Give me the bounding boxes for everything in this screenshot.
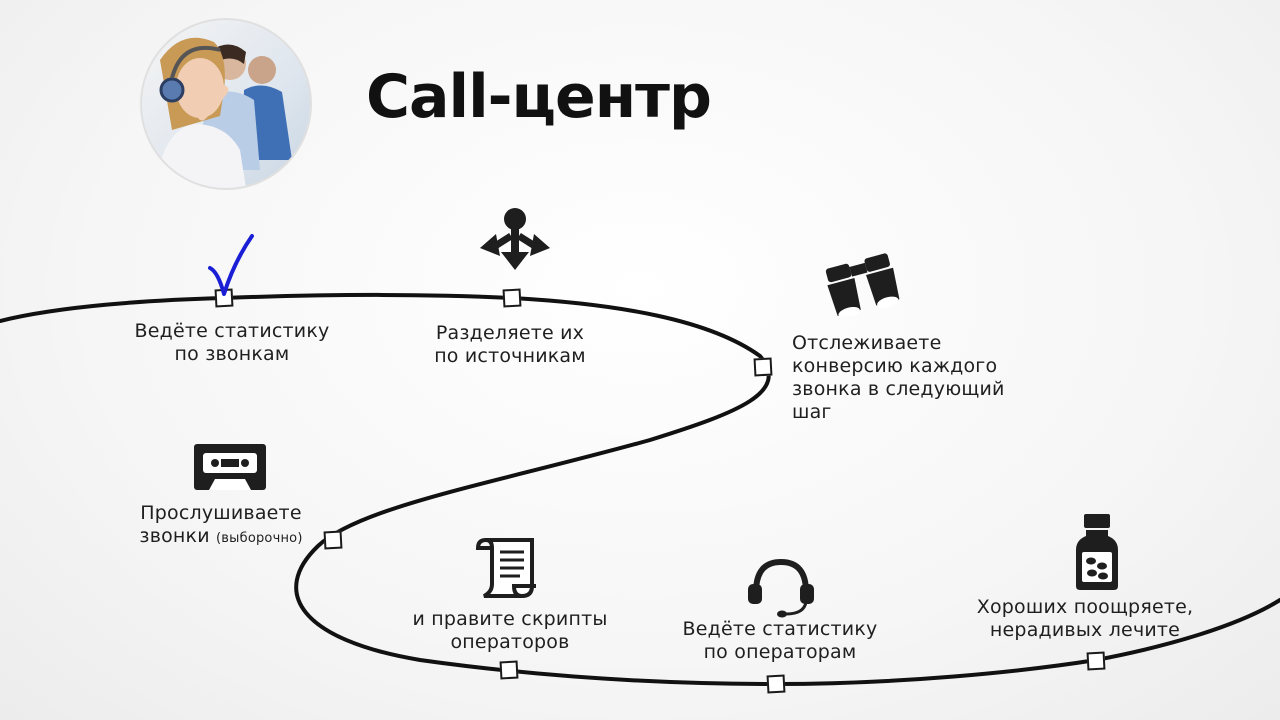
step-label-listen: Прослушиваете звонки (выборочно) — [126, 502, 316, 550]
step-text: шаг — [792, 401, 832, 423]
step-label-reward: Хороших поощряете, нерадивых лечите — [965, 596, 1205, 642]
node-marker — [766, 674, 786, 694]
step-text: по звонкам — [174, 343, 290, 365]
step-text: звонки (выборочно) — [126, 525, 316, 550]
split-arrows-icon — [480, 208, 550, 270]
step-text: Прослушиваете — [140, 502, 302, 524]
step-label-call-stats: Ведёте статистику по звонкам — [122, 320, 342, 366]
node-marker — [499, 660, 519, 680]
node-marker — [323, 530, 343, 550]
call-center-photo — [140, 18, 312, 190]
step-text: Разделяете их — [435, 322, 585, 344]
step-note: (выборочно) — [216, 531, 303, 546]
cassette-icon — [194, 444, 266, 490]
step-label-conversion: Отслеживаете конверсию каждого звонка в … — [792, 332, 1032, 424]
binoculars-icon — [825, 253, 900, 316]
step-text: операторов — [450, 631, 570, 653]
node-marker — [753, 357, 773, 377]
step-text: нерадивых лечите — [989, 619, 1181, 641]
node-marker — [502, 288, 522, 308]
medicine-bottle-icon — [1076, 514, 1118, 590]
step-text: Хороших поощряете, — [976, 596, 1194, 618]
headset-icon — [748, 558, 814, 618]
step-text: Отслеживаете — [792, 332, 942, 354]
step-label-scripts: и правите скрипты операторов — [400, 608, 620, 654]
step-text: звонки — [139, 525, 210, 547]
scroll-icon — [476, 538, 536, 598]
step-text: звонка в следующий — [792, 378, 1005, 400]
step-text: Ведёте статистику — [134, 320, 330, 342]
page-title: Call-центр — [366, 62, 712, 132]
node-marker — [1086, 651, 1106, 671]
step-text: и правите скрипты — [412, 608, 608, 630]
step-text: по операторам — [703, 641, 857, 663]
step-label-by-source: Разделяете их по источникам — [410, 322, 610, 368]
step-text: Ведёте статистику — [682, 618, 878, 640]
step-label-operator-stats: Ведёте статистику по операторам — [670, 618, 890, 664]
checkmark-icon — [208, 234, 254, 296]
step-text: конверсию каждого — [792, 355, 998, 377]
step-text: по источникам — [434, 345, 586, 367]
